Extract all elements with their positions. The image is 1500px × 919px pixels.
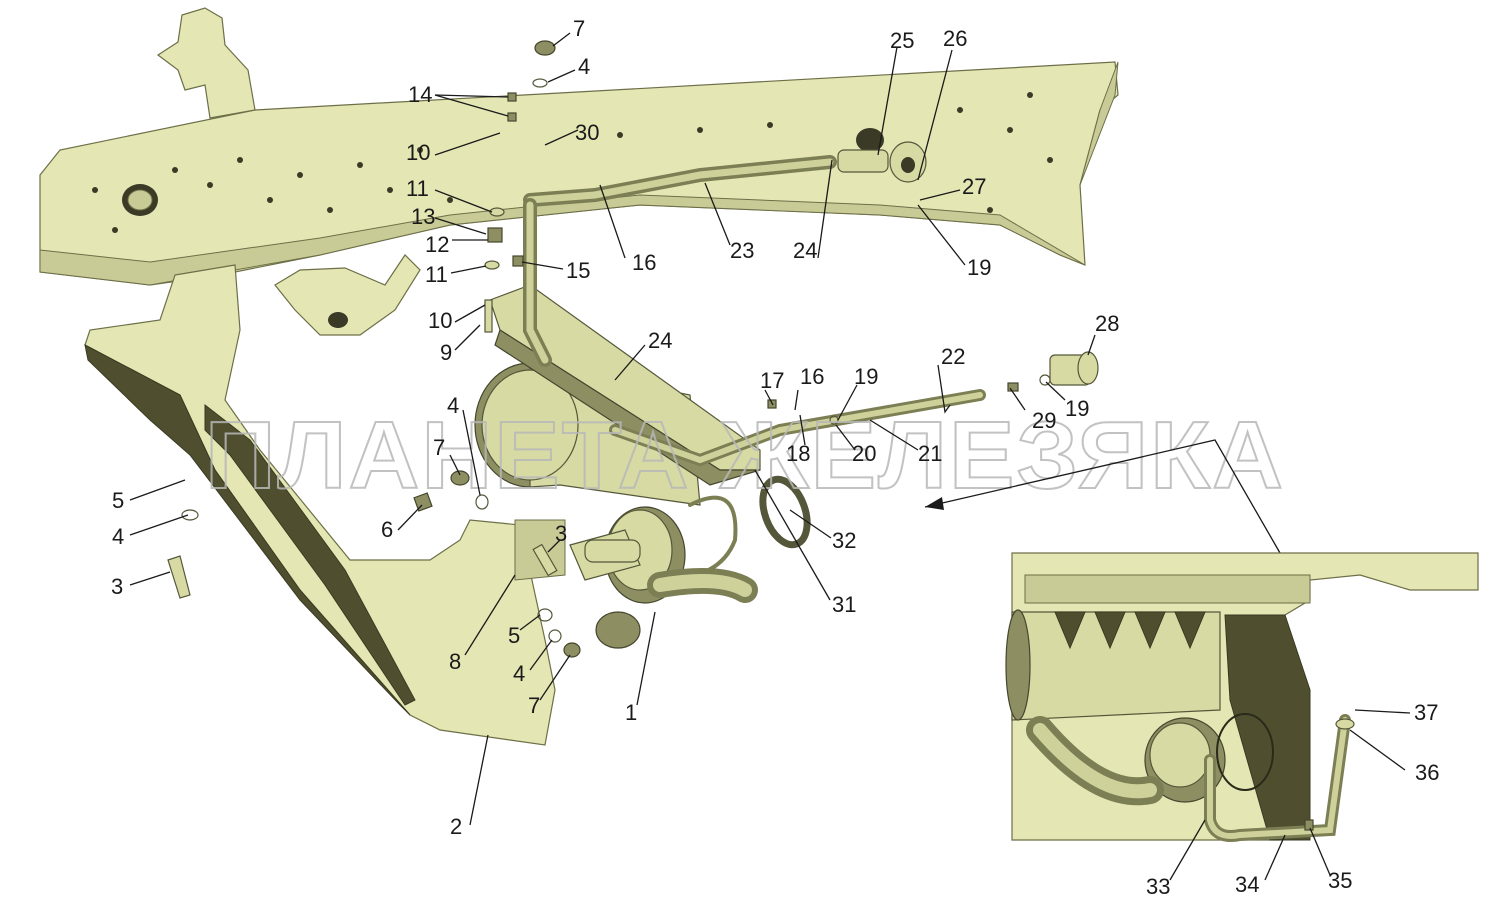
callout-20: 20	[852, 441, 876, 466]
callout-7: 7	[573, 16, 585, 41]
callout-3: 3	[111, 574, 123, 599]
callout-10: 10	[428, 308, 452, 333]
callout-37: 37	[1414, 700, 1438, 725]
callout-13: 13	[411, 204, 435, 229]
callout-24: 24	[793, 238, 817, 263]
watermark-text: ПЛАНЕТА ЖЕЛЕЗЯКА	[205, 402, 1285, 509]
callout-2: 2	[450, 814, 462, 839]
callout-10: 10	[406, 140, 430, 165]
detail-inset	[1005, 552, 1479, 843]
callout-14: 14	[408, 82, 432, 107]
callout-17: 17	[760, 368, 784, 393]
callout-8: 8	[449, 649, 461, 674]
callout-16: 16	[800, 364, 824, 389]
callout-labels: 7 4 14 30 10 11 13 12 11 15 16 23 24 25 …	[111, 16, 1439, 899]
callout-15: 15	[566, 258, 590, 283]
callout-31: 31	[832, 592, 856, 617]
callout-11: 11	[406, 176, 429, 201]
leader-lines	[129, 32, 1411, 881]
callout-28: 28	[1095, 311, 1119, 336]
pipes	[167, 40, 1099, 658]
callout-7: 7	[528, 693, 540, 718]
callout-3: 3	[555, 521, 567, 546]
callout-7: 7	[433, 435, 445, 460]
callout-4: 4	[513, 661, 525, 686]
callout-18: 18	[786, 441, 810, 466]
callout-4: 4	[578, 54, 590, 79]
callout-5: 5	[112, 488, 124, 513]
callout-4: 4	[112, 524, 124, 549]
callout-19: 19	[854, 364, 878, 389]
callout-29: 29	[1032, 408, 1056, 433]
callout-22: 22	[941, 344, 965, 369]
callout-34: 34	[1235, 872, 1259, 897]
fasteners	[167, 40, 1051, 658]
callout-26: 26	[943, 26, 967, 51]
callout-6: 6	[381, 517, 393, 542]
callout-12: 12	[425, 232, 449, 257]
callout-33: 33	[1146, 874, 1170, 899]
callout-9: 9	[440, 340, 452, 365]
callout-1: 1	[625, 700, 637, 725]
inset-pointer-arrow	[924, 439, 1281, 554]
frame-holes	[92, 92, 1053, 233]
callout-35: 35	[1328, 868, 1352, 893]
callout-24: 24	[648, 328, 672, 353]
callout-32: 32	[832, 528, 856, 553]
callout-23: 23	[730, 238, 754, 263]
callout-5: 5	[508, 623, 520, 648]
inset-cooling-fins	[1054, 611, 1206, 650]
callout-30: 30	[575, 120, 599, 145]
callout-19: 19	[1065, 396, 1089, 421]
callout-19: 19	[967, 255, 991, 280]
callout-11: 11	[425, 262, 448, 287]
callout-4: 4	[447, 393, 459, 418]
callout-21: 21	[918, 441, 942, 466]
callout-27: 27	[962, 174, 986, 199]
callout-36: 36	[1415, 760, 1439, 785]
callout-16: 16	[632, 250, 656, 275]
callout-25: 25	[890, 28, 914, 53]
frame-side-member	[39, 7, 1119, 336]
